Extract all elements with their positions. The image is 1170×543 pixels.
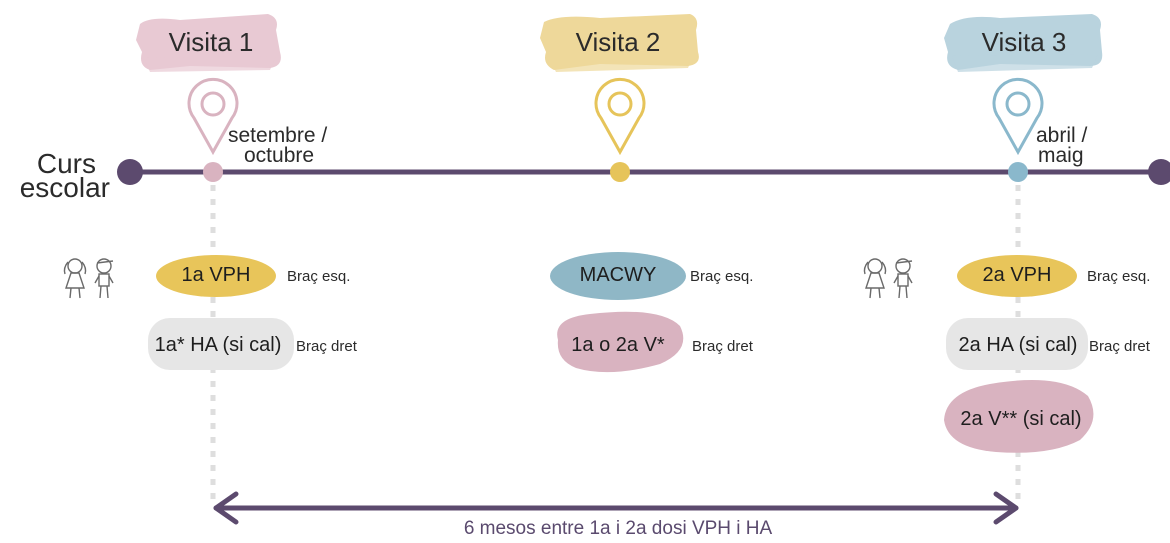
visit-3-title: Visita 3 <box>981 27 1067 57</box>
vaccine-2a-ha: 2a HA (si cal) <box>958 334 1078 356</box>
vaccine-2a-vph: 2a VPH <box>982 264 1052 286</box>
pill-2a-vph <box>957 255 1077 297</box>
interval-arrow <box>213 491 1019 525</box>
pill-1a-ha <box>148 318 294 370</box>
pill-2a-v <box>944 380 1094 453</box>
arm-1a-2a-v: Braç dret <box>692 338 753 355</box>
visit-1-banner <box>136 14 281 72</box>
arm-macwy: Braç esq. <box>690 268 754 285</box>
girl-icon-2 <box>863 258 887 299</box>
course-label-line-2: escolar <box>19 172 110 203</box>
visit-3-point <box>1008 162 1028 182</box>
boy-icon <box>94 258 114 299</box>
visit-2-title: Visita 2 <box>575 27 661 57</box>
visit-1-title: Visita 1 <box>168 27 254 57</box>
visit-3-date-line-1: abril / <box>1036 124 1088 147</box>
timeline-start-dot <box>117 159 143 185</box>
arm-1a-vph: Braç esq. <box>287 268 351 285</box>
visit-1-date-line-1: setembre / <box>228 124 328 147</box>
vaccine-1a-ha: 1a* HA (si cal) <box>154 334 282 356</box>
visit-3-banner <box>944 14 1103 72</box>
course-label-line-1: Curs <box>36 148 96 179</box>
pill-2a-ha <box>946 318 1088 370</box>
arm-1a-ha: Braç dret <box>296 338 357 355</box>
pill-1a-vph <box>156 255 276 297</box>
visit-2-pin-icon <box>594 77 646 156</box>
arm-2a-vph: Braç esq. <box>1087 268 1151 285</box>
arm-2a-ha: Braç dret <box>1089 338 1150 355</box>
boy-icon-2 <box>893 258 913 299</box>
visit-1-date-line-2: octubre <box>244 144 315 167</box>
interval-caption: 6 mesos entre 1a i 2a dosi VPH i HA <box>463 518 773 539</box>
girl-icon <box>63 258 87 299</box>
visit-2-banner <box>540 14 699 72</box>
vaccine-1a-vph: 1a VPH <box>181 264 251 286</box>
visit-3-date-line-2: maig <box>1038 144 1084 167</box>
pill-1a-2a-v <box>557 311 684 373</box>
vaccine-2a-v: 2a V** (si cal) <box>960 408 1082 430</box>
vaccine-1a-2a-v: 1a o 2a V* <box>571 334 665 356</box>
vaccine-macwy: MACWY <box>579 264 657 286</box>
visit-2-point <box>610 162 630 182</box>
visit-3-pin-icon <box>992 77 1044 156</box>
visit-1-point <box>203 162 223 182</box>
visit-1-pin-icon <box>187 77 239 156</box>
pill-macwy <box>550 252 686 300</box>
timeline-end-dot <box>1148 159 1170 185</box>
